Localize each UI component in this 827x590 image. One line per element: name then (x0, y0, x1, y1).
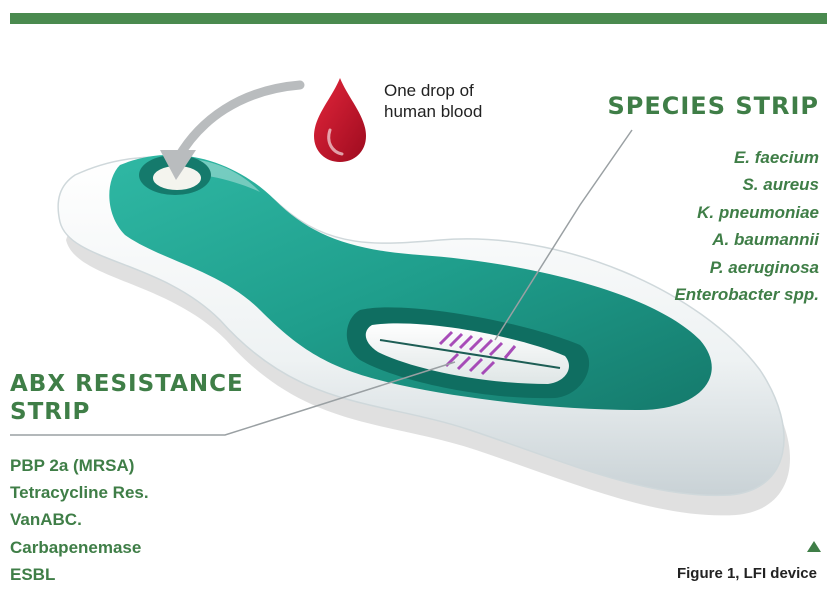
species-strip-title: SPECIES STRIP (607, 92, 819, 120)
species-item: A. baumannii (674, 226, 819, 253)
abx-item: Tetracycline Res. (10, 479, 149, 506)
species-item: E. faecium (674, 144, 819, 171)
abx-list: PBP 2a (MRSA) Tetracycline Res. VanABC. … (10, 452, 149, 588)
species-item: P. aeruginosa (674, 254, 819, 281)
abx-item: Carbapenemase (10, 534, 149, 561)
figure-caption: Figure 1, LFI device (677, 565, 817, 582)
species-item: S. aureus (674, 171, 819, 198)
species-item: K. pneumoniae (674, 199, 819, 226)
abx-strip-title: ABX RESISTANCE STRIP (10, 370, 250, 426)
figure-marker-icon (807, 541, 821, 552)
species-list: E. faecium S. aureus K. pneumoniae A. ba… (674, 144, 819, 308)
abx-item: VanABC. (10, 506, 149, 533)
species-item: Enterobacter spp. (674, 281, 819, 308)
blood-drop-icon (314, 78, 366, 162)
abx-item: ESBL (10, 561, 149, 588)
abx-item: PBP 2a (MRSA) (10, 452, 149, 479)
drop-arrow (178, 85, 300, 158)
drop-label: One drop of human blood (384, 80, 494, 122)
